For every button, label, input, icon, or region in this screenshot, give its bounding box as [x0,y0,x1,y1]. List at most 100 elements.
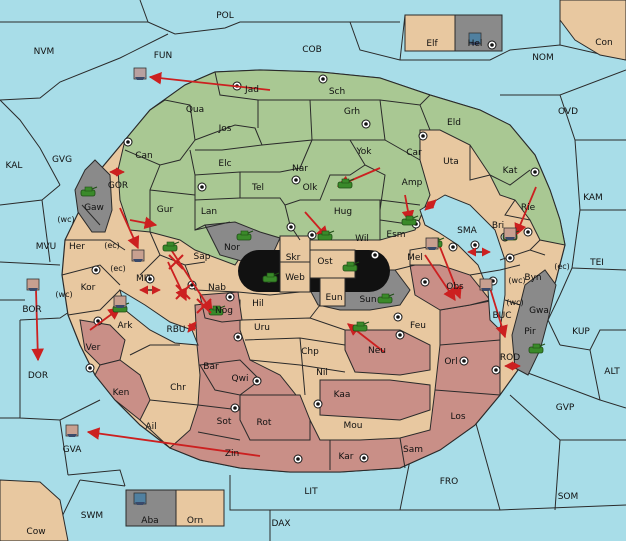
territory-label: Ail [145,422,156,432]
territory-ken[interactable] [94,359,151,421]
territory-rot[interactable] [239,394,311,441]
territory-label: Orn [187,516,203,526]
territory-label: Los [450,412,465,422]
territory-label: Elf [426,39,438,49]
army-icon[interactable] [377,293,395,304]
territory-label: Elc [218,159,231,169]
army-icon[interactable] [236,230,254,241]
supply-center-icon [491,365,501,375]
territory-label: Kar [339,452,354,462]
sea-label: GVG [52,155,72,165]
territory-label: Aba [141,516,158,526]
sea-label: SWM [81,511,103,521]
coast-label: (wc) [55,290,72,299]
fleet-icon[interactable] [133,67,147,80]
fleet-icon[interactable] [113,295,127,308]
supply-center-icon [361,119,371,129]
territory-con[interactable] [559,0,626,61]
territory-label: Sun [359,295,376,305]
territory-label: Yok [355,147,372,157]
sea-label: KAM [583,193,603,203]
army-icon[interactable] [317,230,335,241]
territory-label: Qwi [232,374,249,384]
supply-center-icon [530,167,540,177]
territory-label: Ken [113,388,130,398]
territory-label: Chr [170,383,186,393]
army-icon[interactable] [337,178,355,189]
fleet-icon[interactable] [479,278,493,291]
fleet-icon[interactable] [133,492,147,505]
supply-center-icon [230,403,240,413]
territory-label: Uta [443,157,459,167]
territory-cow[interactable] [0,479,69,541]
sea-label: SOM [558,492,579,502]
fleet-icon[interactable] [425,237,439,250]
territory-label: Bar [203,362,219,372]
territory-label: Nar [292,164,308,174]
territory-label: Kat [503,166,518,176]
army-icon[interactable] [352,321,370,332]
supply-center-icon [459,356,469,366]
order-arrow [31,289,44,362]
supply-center-icon [233,332,243,342]
order-arrow [148,71,271,91]
sea-label: FUN [154,51,173,61]
fleet-icon[interactable] [131,249,145,262]
fleet-icon[interactable] [26,278,40,291]
territory-label: Nog [215,306,233,316]
territory-label: Can [135,151,153,161]
dislodged-cross-icon [196,298,212,314]
fleet-icon[interactable] [65,424,79,437]
territory-label: Car [406,148,422,158]
sea-label: GVP [556,403,575,413]
sea-label: OVD [558,107,578,117]
territory-label: Olk [303,183,319,193]
supply-center-icon [145,274,155,284]
fleet-icon[interactable] [468,32,482,45]
territory-eun[interactable] [319,277,346,307]
supply-center-icon [318,74,328,84]
territory-neu[interactable] [344,329,431,376]
supply-center-icon [313,399,323,409]
army-icon[interactable] [80,186,98,197]
supply-center-icon [420,277,430,287]
order-arrow [169,247,213,314]
supply-center-icon [487,40,497,50]
order-arrow [489,287,508,339]
territory-label: Pir [524,327,536,337]
order-arrow [86,427,261,457]
territory-label: Gaw [84,203,104,213]
sea-label: NVM [34,47,55,57]
fleet-icon[interactable] [503,227,517,240]
territory-label: Sot [217,417,232,427]
territory-label: Qua [186,105,204,115]
territory-label: Her [69,242,85,252]
supply-center-icon [370,250,380,260]
territory-orn[interactable] [175,489,225,527]
supply-centers [85,40,540,464]
army-icon[interactable] [262,272,280,283]
army-icon[interactable] [208,305,226,316]
army-icon[interactable] [401,215,419,226]
army-icon[interactable] [162,241,180,252]
supply-center-icon [252,376,262,386]
territory-kaa[interactable] [319,379,431,421]
territory-pir[interactable] [511,269,557,376]
units [26,32,546,505]
coast-label: (ec) [554,262,570,271]
green-region [117,69,566,266]
territory-label: Rot [257,418,272,428]
order-arrow [129,216,158,230]
army-icon[interactable] [528,343,546,354]
territory-qwi[interactable] [199,359,261,396]
supply-center-icon [286,222,296,232]
territory-label: Neu [368,346,386,356]
territory-label: Uru [254,323,270,333]
territory-label: Nor [224,243,240,253]
territory-label: Amp [402,178,423,188]
army-icon[interactable] [342,261,360,272]
sea-label: FRO [440,477,459,487]
